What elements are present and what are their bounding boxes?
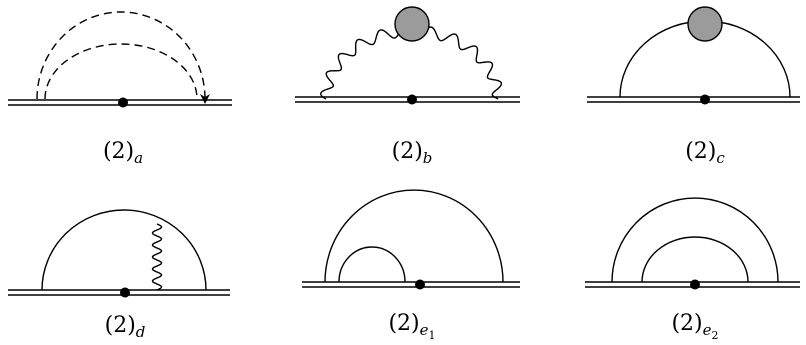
diagram-d: (2)d [8,209,230,341]
inner-fermion-arc [641,236,749,283]
diagram-b: (2)b [295,6,520,167]
label-sub: a [134,149,143,167]
diagram-label: (2)b [392,139,433,167]
diagram-label: (2)a [103,139,143,167]
label-main: (2) [671,311,702,336]
label-sub: c [716,149,725,167]
label-main: (2) [103,139,134,164]
vertex-dot [415,279,425,290]
self-energy-blob [394,6,430,42]
inner-fermion-arc [338,246,406,283]
diagram-a: (2)a [8,11,232,167]
outer-fermion-arc [611,197,779,283]
photon-vertical-wavy-line [151,223,163,291]
diagram-label: (2)e2 [671,311,718,342]
label-sub: b [423,149,433,167]
vertex-dot [407,94,417,105]
vertex-dot [700,94,710,105]
label-main: (2) [392,139,423,164]
vertex-dot [690,279,700,290]
outer-fermion-arc [324,189,504,283]
diagram-e1: (2)e1 [302,189,520,342]
outer-dashed-arc [36,11,210,104]
diagram-c: (2)c [587,6,800,167]
label-sub: e [420,321,429,339]
fermion-arc [41,209,207,291]
diagram-label: (2)c [685,139,725,167]
self-energy-blob [687,6,723,42]
label-main: (2) [685,139,716,164]
label-main: (2) [388,311,419,336]
label-subsub: 2 [712,329,719,342]
label-sub: e [703,321,712,339]
diagram-label: (2)d [105,313,146,341]
label-sub: d [136,323,146,341]
inner-dashed-arc [44,43,198,100]
label-main: (2) [105,313,136,338]
vertex-dot [118,97,128,108]
diagram-e2: (2)e2 [585,197,800,342]
diagram-label: (2)e1 [388,311,435,342]
label-subsub: 1 [429,329,436,342]
vertex-dot [120,287,130,298]
